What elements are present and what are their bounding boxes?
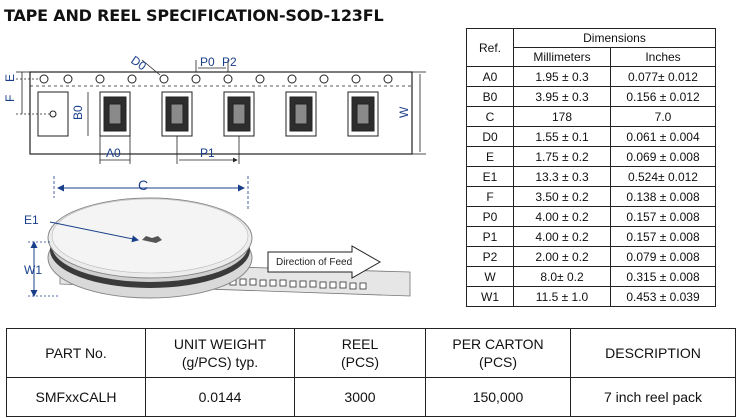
inch-cell: 0.524± 0.012: [610, 166, 716, 187]
inch-cell: 0.453 ± 0.039: [610, 286, 716, 307]
mm-cell: 1.55 ± 0.1: [513, 126, 611, 147]
mm-cell: 1.95 ± 0.3: [513, 66, 611, 87]
inch-cell: 0.069 ± 0.008: [610, 146, 716, 167]
mm-cell: 2.00 ± 0.2: [513, 246, 611, 267]
inch-cell: 0.156 ± 0.012: [610, 86, 716, 107]
inch-cell: 0.077± 0.012: [610, 66, 716, 87]
mm-cell: 178: [513, 106, 611, 127]
label-a0: A0: [106, 146, 121, 160]
inch-cell: 0.138 ± 0.008: [610, 186, 716, 207]
tape-reel-drawing: D0 P0 P2 E F B0 A0 P1 W: [3, 53, 426, 299]
page-title: TAPE AND REEL SPECIFICATION-SOD-123FL: [4, 6, 384, 25]
dimensions-header: Dimensions: [513, 28, 716, 48]
unit-weight-cell: 0.0144: [145, 377, 295, 417]
per-carton-header: PER CARTON(PCS): [425, 328, 571, 378]
ref-cell: W: [466, 266, 514, 287]
ref-cell: E: [466, 146, 514, 167]
inches-header: Inches: [610, 47, 716, 67]
ref-cell: B0: [466, 86, 514, 107]
inch-cell: 0.061 ± 0.004: [610, 126, 716, 147]
carrier-tape-top-view: [16, 59, 426, 164]
ref-cell: D0: [466, 126, 514, 147]
reel-cell: 3000: [294, 377, 426, 417]
label-p2: P2: [222, 55, 237, 69]
label-c: C: [138, 177, 148, 193]
ref-cell: E1: [466, 166, 514, 187]
direction-of-feed-label: Direction of Feed: [276, 257, 352, 268]
ref-cell: P1: [466, 226, 514, 247]
mm-cell: 13.3 ± 0.3: [513, 166, 611, 187]
label-p1: P1: [200, 146, 215, 160]
description-cell: 7 inch reel pack: [570, 377, 736, 417]
component-pockets: [99, 91, 379, 137]
label-w1: W1: [24, 263, 42, 277]
label-b0: B0: [71, 105, 85, 120]
inch-cell: 0.315 ± 0.008: [610, 266, 716, 287]
ref-cell: P2: [466, 246, 514, 267]
description-header: DESCRIPTION: [570, 328, 736, 378]
ref-header: Ref.: [466, 28, 514, 67]
label-p0: P0: [200, 55, 215, 69]
label-f: F: [3, 95, 17, 102]
inch-cell: 0.157 ± 0.008: [610, 226, 716, 247]
inch-cell: 0.079 ± 0.008: [610, 246, 716, 267]
ref-cell: P0: [466, 206, 514, 227]
mm-cell: 8.0± 0.2: [513, 266, 611, 287]
label-e: E: [3, 74, 17, 82]
ref-cell: F: [466, 186, 514, 207]
ref-cell: C: [466, 106, 514, 127]
ref-cell: A0: [466, 66, 514, 87]
part-no-header: PART No.: [6, 328, 146, 378]
unit-weight-header: UNIT WEIGHT(g/PCS) typ.: [145, 328, 295, 378]
inch-cell: 7.0: [610, 106, 716, 127]
label-w: W: [397, 106, 411, 118]
part-info-table: PART No. UNIT WEIGHT(g/PCS) typ. REEL(PC…: [6, 328, 736, 417]
reel-drawing: [28, 176, 411, 299]
label-e1: E1: [24, 213, 39, 227]
mm-cell: 4.00 ± 0.2: [513, 226, 611, 247]
label-d0: D0: [128, 53, 149, 73]
millimeters-header: Millimeters: [513, 47, 611, 67]
mm-cell: 3.95 ± 0.3: [513, 86, 611, 107]
mm-cell: 3.50 ± 0.2: [513, 186, 611, 207]
sprocket-holes: [39, 74, 393, 84]
ref-cell: W1: [466, 286, 514, 307]
part-no-cell: SMFxxCALH: [6, 377, 146, 417]
mm-cell: 1.75 ± 0.2: [513, 146, 611, 167]
mm-cell: 11.5 ± 1.0: [513, 286, 611, 307]
inch-cell: 0.157 ± 0.008: [610, 206, 716, 227]
mm-cell: 4.00 ± 0.2: [513, 206, 611, 227]
per-carton-cell: 150,000: [425, 377, 571, 417]
table-row: SMFxxCALH 0.0144 3000 150,000 7 inch ree…: [6, 377, 736, 417]
reel-header: REEL(PCS): [294, 328, 426, 378]
